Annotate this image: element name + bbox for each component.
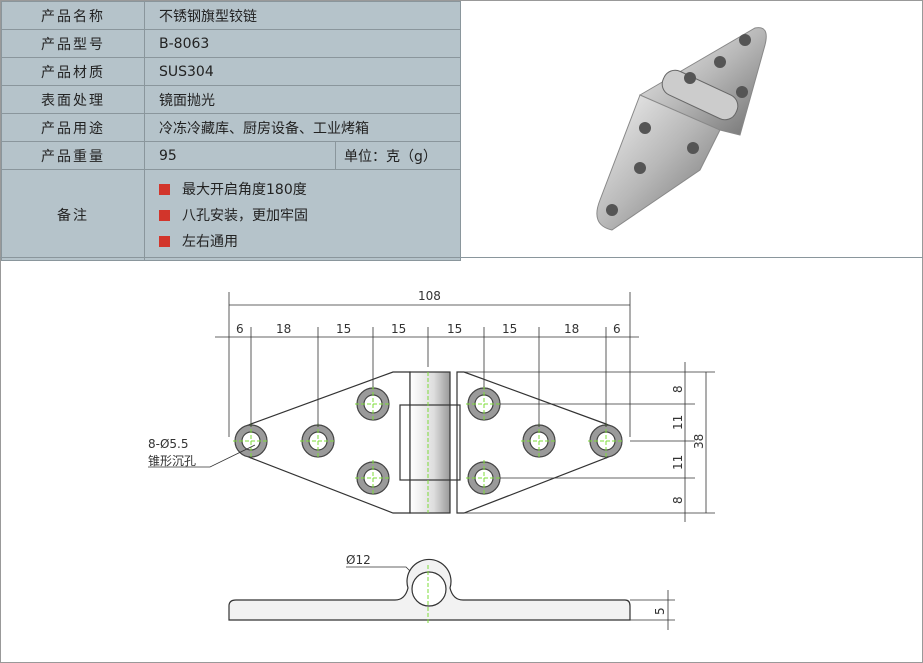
dimension-labels: 108 6 18 15 15 15 15 18 6 8 11 11 8 38 8… bbox=[148, 289, 706, 615]
hinge-front-view bbox=[233, 371, 624, 514]
spec-key: 产品用途 bbox=[1, 113, 145, 142]
dim-seg: 15 bbox=[502, 322, 517, 336]
dim-seg: 15 bbox=[391, 322, 406, 336]
table-row: 产品用途冷冻冷藏库、厨房设备、工业烤箱 bbox=[1, 113, 461, 142]
divider bbox=[0, 257, 923, 258]
dim-seg: 6 bbox=[236, 322, 244, 336]
note-item: 最大开启角度180度 bbox=[159, 176, 460, 202]
dim-seg: 18 bbox=[276, 322, 291, 336]
notes-list: 最大开启角度180度 八孔安装，更加牢固 左右通用 bbox=[144, 169, 461, 261]
bullet-icon bbox=[159, 183, 170, 195]
table-row: 备注 最大开启角度180度 八孔安装，更加牢固 左右通用 bbox=[1, 169, 461, 261]
spec-value: SUS304 bbox=[144, 57, 461, 86]
dim-height: 38 bbox=[692, 434, 706, 449]
weight-unit: 单位：克（g） bbox=[335, 141, 461, 170]
note-text: 最大开启角度180度 bbox=[182, 182, 307, 198]
bullet-icon bbox=[159, 209, 170, 221]
table-row: 表面处理镜面抛光 bbox=[1, 85, 461, 114]
note-item: 八孔安装，更加牢固 bbox=[159, 202, 460, 228]
hinge-side-view bbox=[228, 558, 631, 625]
spec-value: 冷冻冷藏库、厨房设备、工业烤箱 bbox=[144, 113, 461, 142]
dim-total: 108 bbox=[418, 289, 441, 303]
spec-key: 产品重量 bbox=[1, 141, 145, 170]
note-text: 八孔安装，更加牢固 bbox=[182, 208, 308, 224]
dim-vert: 8 bbox=[671, 496, 685, 504]
dimension-lines bbox=[148, 292, 715, 630]
dim-vert: 8 bbox=[671, 385, 685, 393]
dim-seg: 15 bbox=[447, 322, 462, 336]
dim-vert: 11 bbox=[671, 455, 685, 470]
dim-seg: 18 bbox=[564, 322, 579, 336]
note-item: 左右通用 bbox=[159, 228, 460, 254]
dim-seg: 6 bbox=[613, 322, 621, 336]
notes-key: 备注 bbox=[1, 169, 145, 261]
spec-value: 镜面抛光 bbox=[144, 85, 461, 114]
product-photo bbox=[596, 27, 767, 231]
dim-seg: 15 bbox=[336, 322, 351, 336]
pin-diameter: Ø12 bbox=[346, 553, 371, 567]
dim-thickness: 5 bbox=[653, 607, 667, 615]
spec-key: 产品型号 bbox=[1, 29, 145, 58]
dim-vert: 11 bbox=[671, 415, 685, 430]
note-text: 左右通用 bbox=[182, 234, 238, 250]
hole-label: 8-Ø5.5 bbox=[148, 437, 189, 451]
bullet-icon bbox=[159, 235, 170, 247]
hole-note: 锥形沉孔 bbox=[148, 454, 196, 468]
